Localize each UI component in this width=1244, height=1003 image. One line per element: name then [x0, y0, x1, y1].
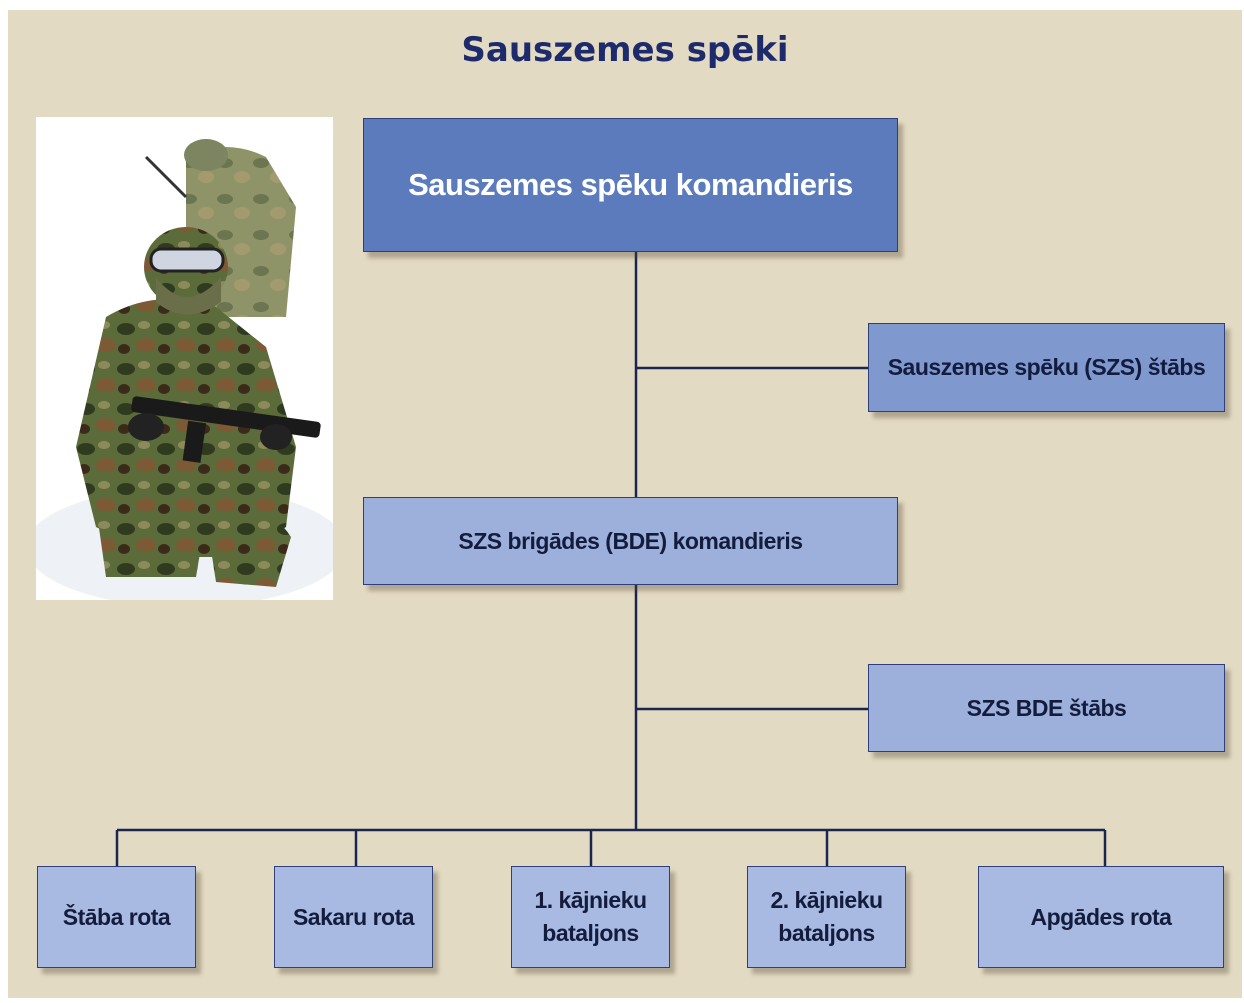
node-label-line2: bataljons	[542, 920, 639, 946]
node-unit: 2. kājnieku bataljons	[747, 866, 906, 968]
node-land-forces-hq: Sauszemes spēku (SZS) štābs	[868, 323, 1225, 412]
node-label-line1: Apgādes rota	[1030, 903, 1172, 930]
node-brigade-commander: SZS brigādes (BDE) komandieris	[363, 497, 898, 585]
node-land-forces-commander: Sauszemes spēku komandieris	[363, 118, 898, 252]
node-unit: 1. kājnieku bataljons	[511, 866, 670, 968]
node-label: SZS brigādes (BDE) komandieris	[458, 527, 803, 554]
node-brigade-hq: SZS BDE štābs	[868, 664, 1225, 752]
node-label-line1: 1. kājnieku	[534, 887, 647, 913]
node-label: Sauszemes spēku komandieris	[408, 167, 853, 202]
diagram-title: Sauszemes spēki	[461, 30, 789, 70]
soldier-in-snow-photo	[36, 117, 333, 600]
node-label-line1: Sakaru rota	[292, 903, 415, 930]
node-label: Sauszemes spēku (SZS) štābs	[887, 354, 1206, 380]
node-unit: Štāba rota	[37, 866, 196, 968]
node-label-line2: bataljons	[778, 920, 875, 946]
node-label-line1: Štāba rota	[62, 903, 171, 930]
node-unit: Sakaru rota	[274, 866, 433, 968]
node-label-line1: 2. kājnieku	[770, 887, 883, 913]
node-label: SZS BDE štābs	[966, 694, 1127, 721]
node-unit: Apgādes rota	[978, 866, 1224, 968]
